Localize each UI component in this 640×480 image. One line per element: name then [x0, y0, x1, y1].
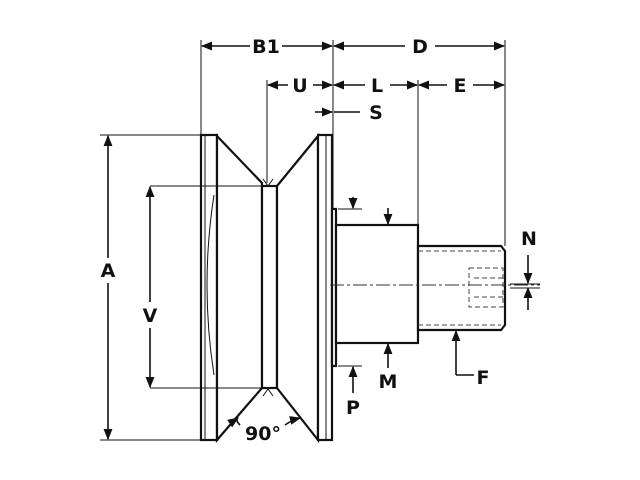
groove-bottom — [260, 184, 279, 390]
label-u: U — [292, 75, 307, 97]
shoulder-body — [334, 223, 420, 345]
label-angle: 90° — [245, 423, 281, 445]
label-f: F — [477, 367, 490, 389]
label-n: N — [521, 228, 537, 250]
label-e: E — [454, 75, 467, 97]
left-v-face — [215, 133, 264, 443]
right-flange — [316, 133, 334, 442]
right-v-face — [275, 132, 320, 444]
wheel — [150, 132, 334, 444]
threaded-stud — [416, 244, 507, 332]
label-b1: B1 — [252, 36, 280, 58]
stud — [330, 207, 540, 368]
dimension-lines — [103, 41, 540, 441]
label-v: V — [143, 305, 158, 327]
crown-curve — [206, 194, 215, 376]
hex-socket — [468, 267, 504, 308]
left-flange — [199, 133, 219, 442]
label-m: M — [379, 371, 398, 393]
label-s: S — [369, 102, 383, 124]
label-d: D — [412, 36, 428, 58]
label-l: L — [371, 75, 383, 97]
extension-lines — [100, 40, 506, 441]
label-a: A — [101, 260, 116, 282]
label-p: P — [346, 397, 360, 419]
